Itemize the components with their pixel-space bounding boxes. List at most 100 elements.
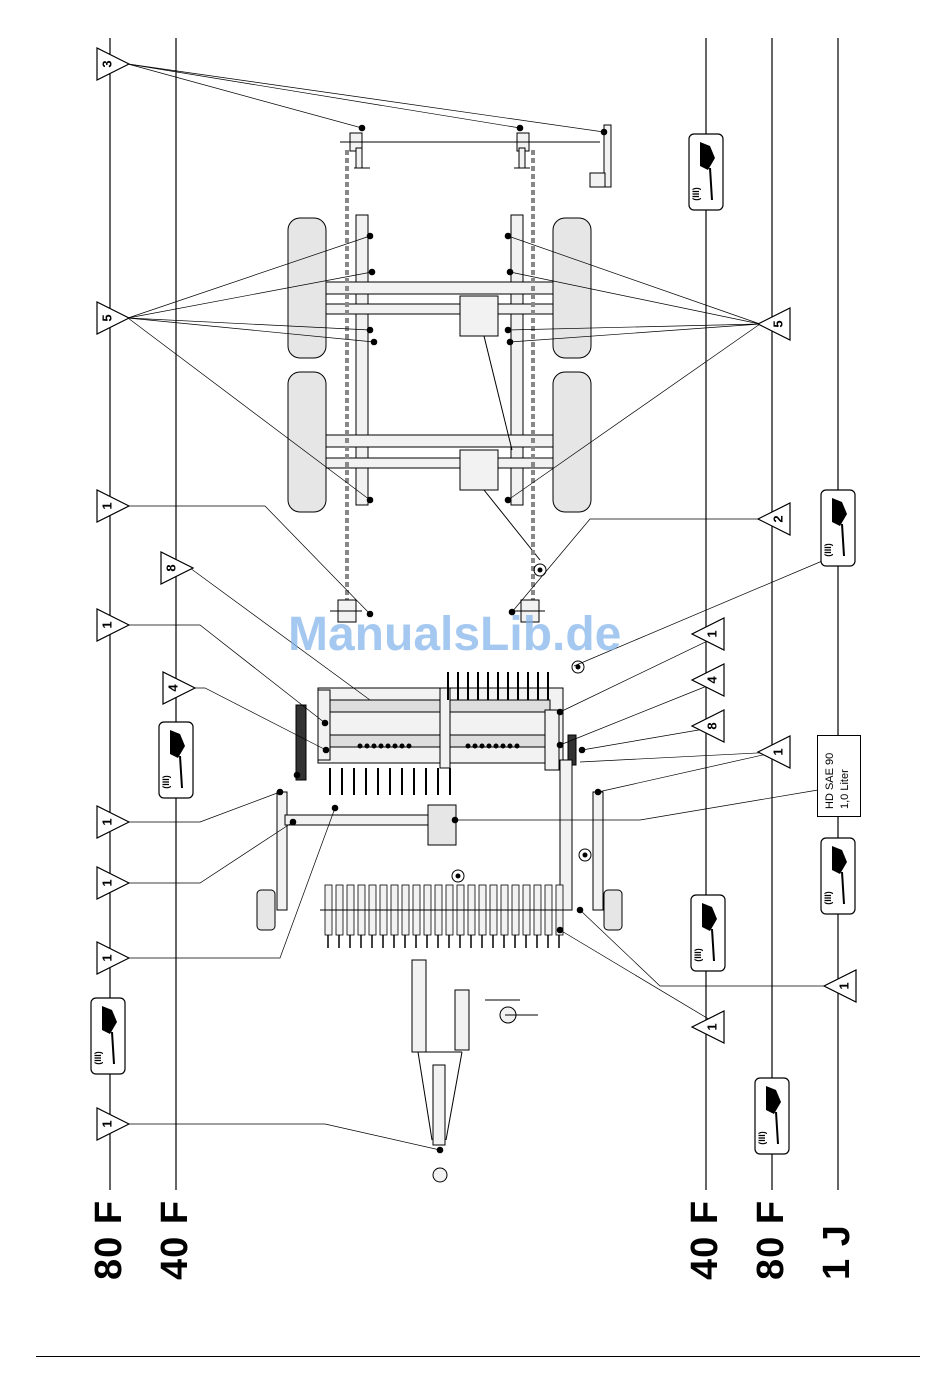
grease-point (290, 819, 297, 826)
leader-line (560, 680, 722, 745)
callout-number: 1 (704, 630, 719, 637)
grease-icon-label: (III) (691, 187, 701, 201)
callout-5: 5 (758, 308, 790, 340)
grease-point (507, 269, 514, 276)
grease-point (557, 709, 564, 716)
grease-point (473, 744, 478, 749)
footer-rule (36, 1356, 920, 1357)
callout-5: 5 (97, 302, 129, 334)
grease-point (508, 744, 513, 749)
grease-point (294, 772, 301, 779)
grease-gun-icon: (III) (821, 838, 855, 914)
callout-1: 1 (758, 736, 790, 768)
grease-point (505, 327, 512, 334)
grease-point (487, 744, 492, 749)
callout-1: 1 (97, 490, 129, 522)
leader-line (128, 318, 370, 330)
grease-gun-icon: (III) (91, 998, 125, 1074)
callout-2: 2 (758, 503, 790, 535)
grease-icon-label: (III) (823, 891, 833, 905)
callout-number: 1 (836, 982, 851, 989)
grease-point (407, 744, 412, 749)
callouts: 355181411111481211 (97, 48, 856, 1140)
callout-8: 8 (161, 552, 193, 584)
leader-line (598, 752, 776, 792)
leader-line (128, 64, 362, 128)
grease-icon-label: (III) (693, 948, 703, 962)
grease-point (372, 744, 377, 749)
interval-label: 80 F (750, 1200, 793, 1280)
callout-1: 1 (97, 806, 129, 838)
grease-point (456, 874, 461, 879)
leader-line (128, 64, 520, 128)
callout-8: 8 (692, 710, 724, 742)
callout-number: 1 (770, 748, 785, 755)
frame-beams (326, 215, 553, 560)
grease-point (371, 339, 378, 346)
callout-1: 1 (97, 609, 129, 641)
leader-line (128, 318, 370, 500)
interval-label: 1 J (816, 1224, 859, 1280)
grease-point (466, 744, 471, 749)
grease-point (332, 805, 339, 812)
grease-point (505, 233, 512, 240)
rotor-assembly (296, 688, 576, 780)
grease-point (494, 744, 499, 749)
grease-point (358, 744, 363, 749)
chains (347, 150, 533, 605)
callout-number: 1 (99, 502, 114, 509)
leader-line (510, 272, 760, 324)
callout-1: 1 (97, 942, 129, 974)
callout-1: 1 (97, 867, 129, 899)
grease-point (601, 129, 608, 136)
leader-line (580, 752, 776, 762)
callout-number: 1 (704, 1023, 719, 1030)
callout-number: 1 (99, 818, 114, 825)
grease-point (323, 747, 330, 754)
callout-number: 8 (163, 564, 178, 571)
grease-point (557, 742, 564, 749)
callout-number: 4 (165, 684, 180, 692)
grease-point (480, 744, 485, 749)
leader-line (455, 790, 818, 820)
callout-1: 1 (824, 970, 856, 1002)
grease-icon-label: (III) (161, 775, 171, 789)
wheel-front-right (553, 372, 591, 512)
grease-point (386, 744, 391, 749)
grease-gun-icon: (III) (821, 490, 855, 566)
grease-icon-label: (III) (93, 1051, 103, 1065)
grease-point (367, 233, 374, 240)
callout-number: 5 (99, 314, 114, 321)
callout-1: 1 (692, 1011, 724, 1043)
interval-label: 40 F (684, 1200, 727, 1280)
leader-line (128, 822, 293, 883)
callout-number: 8 (704, 722, 719, 729)
grease-point (505, 497, 512, 504)
grease-point (393, 744, 398, 749)
grease-icon-label: (III) (757, 1131, 767, 1145)
grease-point (400, 744, 405, 749)
grease-gun-icon: (III) (689, 134, 723, 210)
grease-point (379, 744, 384, 749)
leader-line (512, 519, 760, 612)
callout-number: 1 (99, 1120, 114, 1127)
callout-1: 1 (692, 618, 724, 650)
callout-3: 3 (97, 48, 129, 80)
grease-point (577, 907, 584, 914)
leader-line (128, 64, 604, 132)
grease-point (507, 339, 514, 346)
leader-line (508, 324, 760, 500)
grease-gun-icon: (III) (755, 1078, 789, 1154)
grease-point (322, 720, 329, 727)
grease-point (369, 269, 376, 276)
oil-spec-line1: HD SAE 90 (824, 753, 836, 809)
rear-axle (340, 125, 611, 187)
watermark: ManualsLib.de (288, 607, 621, 662)
callout-number: 2 (770, 515, 785, 522)
grease-point (538, 568, 543, 573)
callout-number: 3 (99, 60, 114, 67)
grease-point (367, 327, 374, 334)
grease-point (517, 125, 524, 132)
